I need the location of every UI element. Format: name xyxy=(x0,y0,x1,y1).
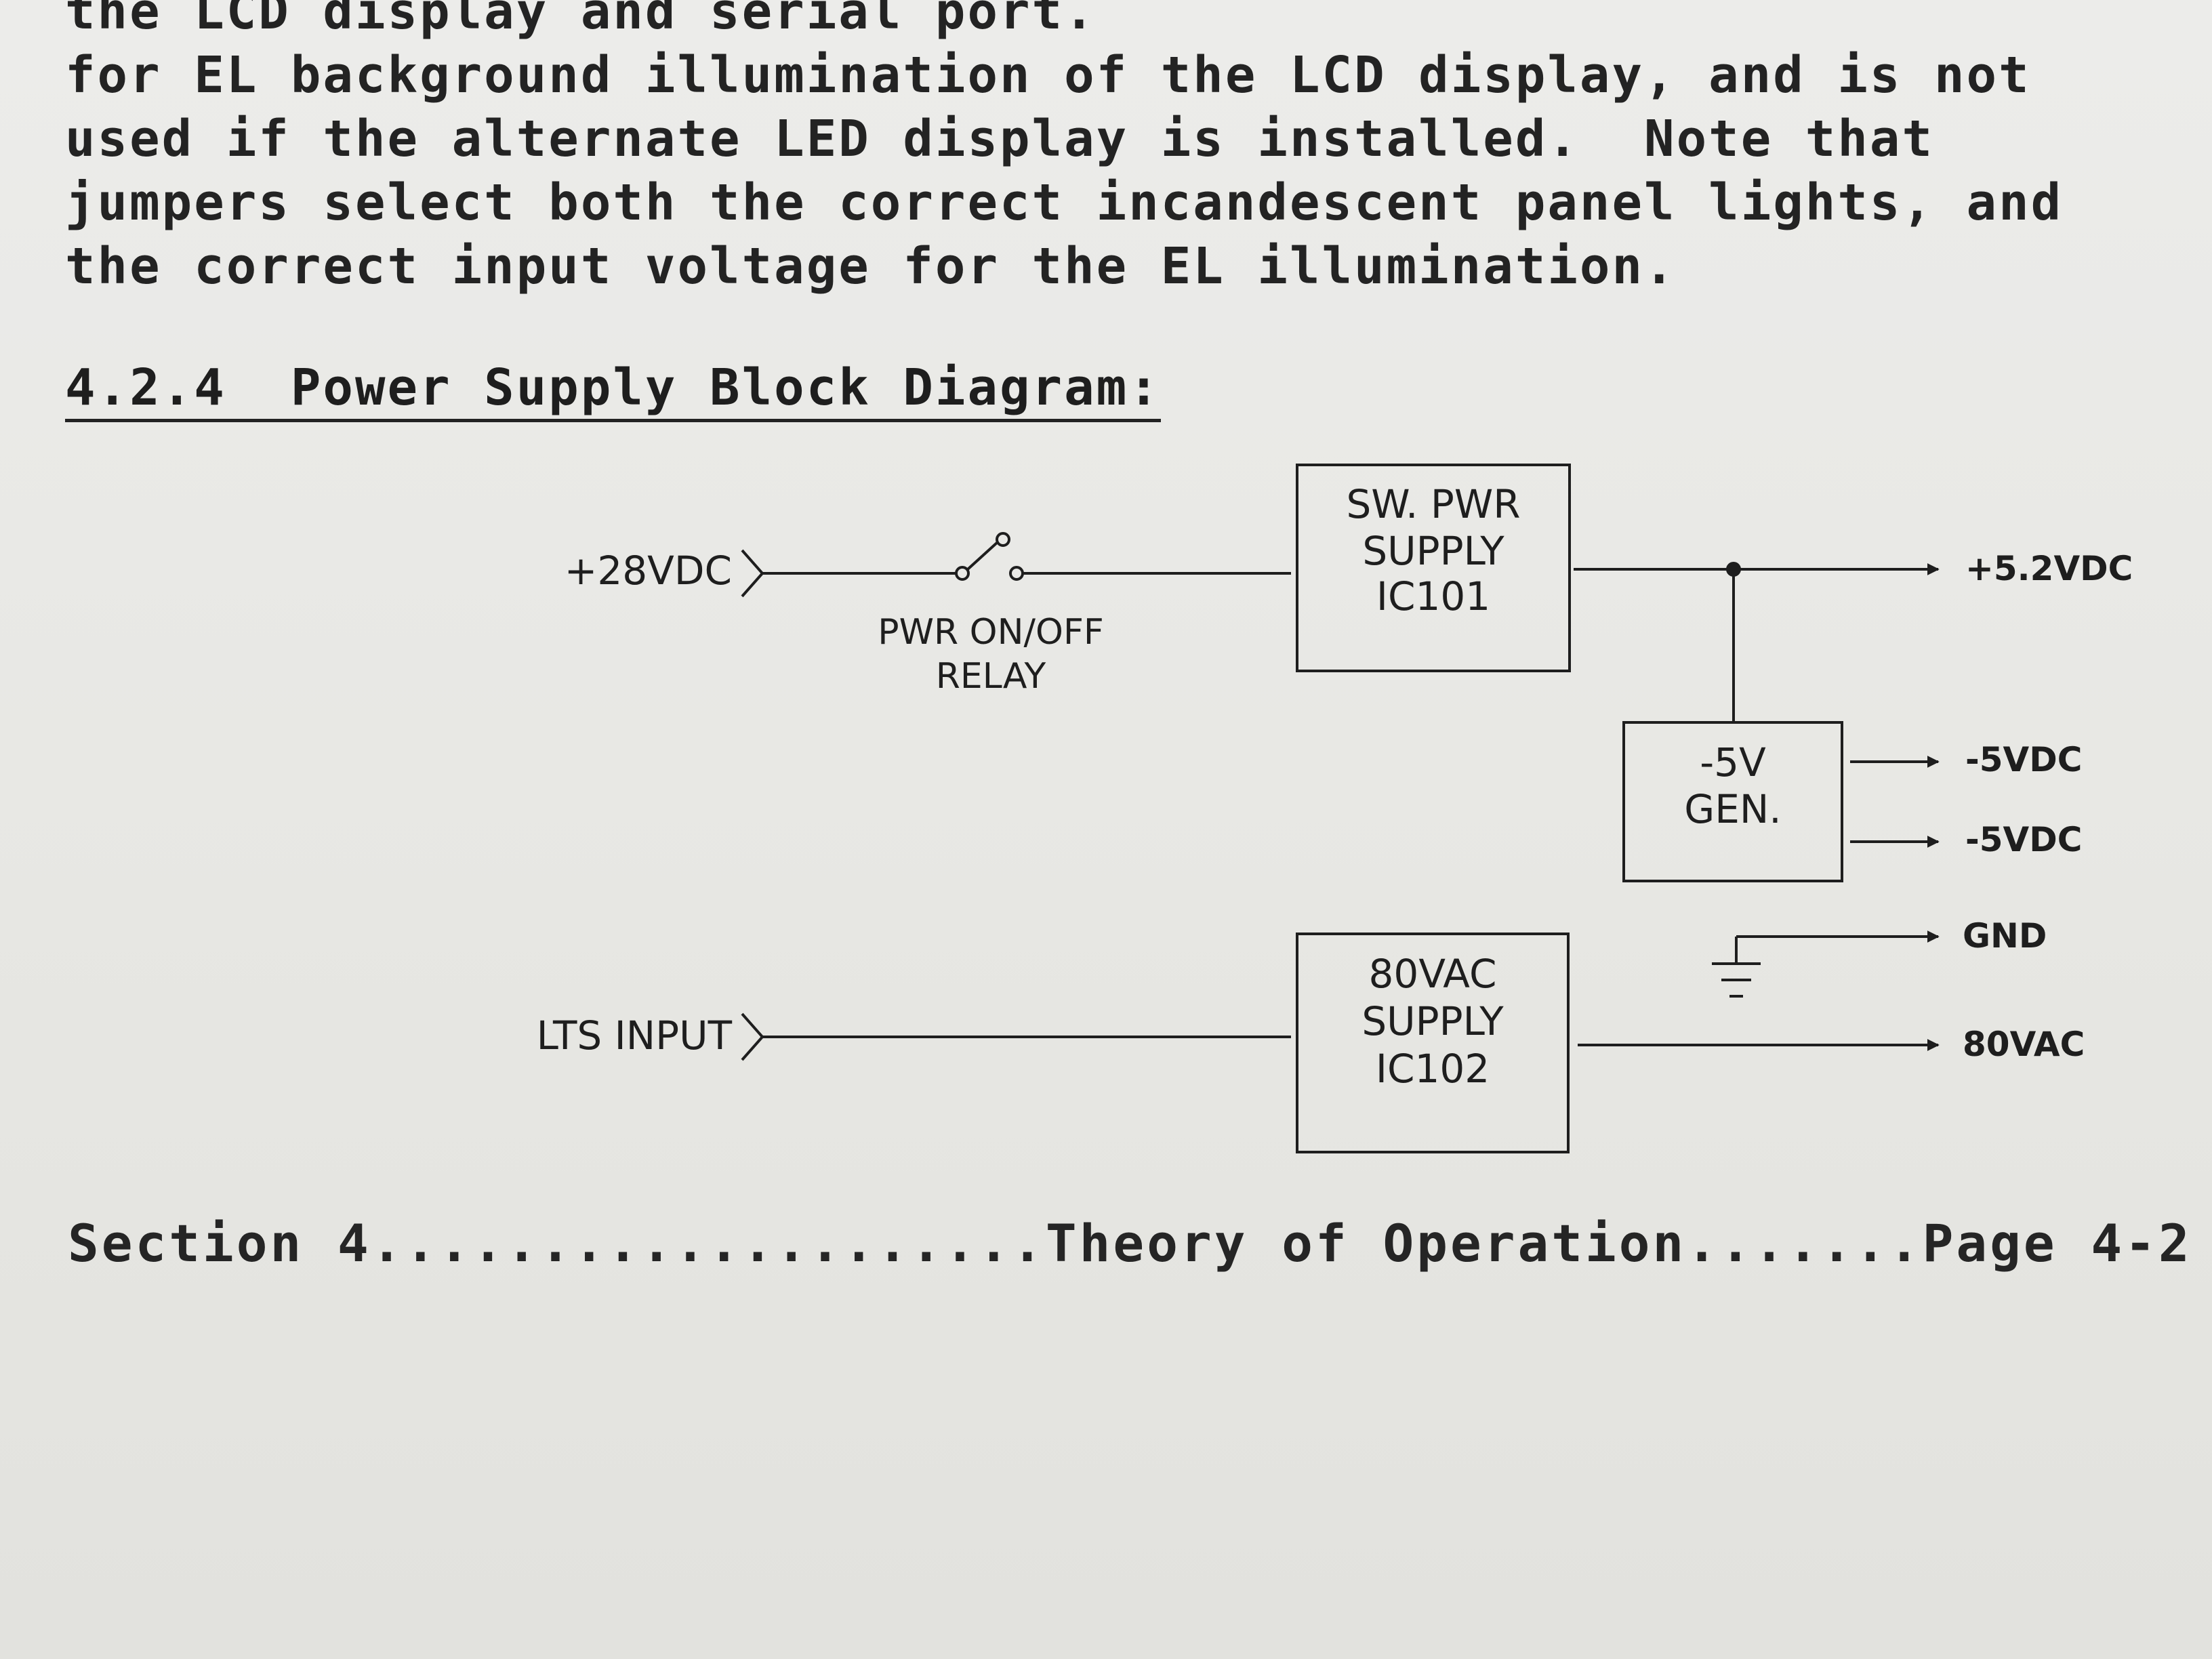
output-label-neg5vdc: -5VDC xyxy=(1965,820,2082,859)
neg5v-gen-block xyxy=(1622,721,1843,882)
input-label-lts: LTS INPUT xyxy=(537,1012,733,1059)
ground-symbol-icon xyxy=(1712,937,1761,998)
output-label-gnd: GND xyxy=(1963,916,2047,956)
sw-pwr-supply-label: SUPPLY xyxy=(1362,528,1504,574)
sw-pwr-supply-block xyxy=(1296,464,1571,672)
input-connector-icon xyxy=(741,549,764,598)
output-label-52vdc: +5.2VDC xyxy=(1965,549,2133,588)
relay-switch-icon xyxy=(955,532,1024,581)
ac80-supply-label: IC102 xyxy=(1376,1046,1490,1092)
ac80-supply-block xyxy=(1296,933,1570,1153)
sw-pwr-supply-label: IC101 xyxy=(1376,573,1490,619)
sw-pwr-supply-label: SW. PWR xyxy=(1346,481,1520,527)
page-footer: Section 4....................Theory of O… xyxy=(68,1213,2192,1273)
section-heading: 4.2.4 Power Supply Block Diagram: xyxy=(65,358,1161,422)
paragraph-line: for EL background illumination of the LC… xyxy=(65,46,2031,104)
ac80-supply-label: 80VAC xyxy=(1369,951,1497,997)
input-connector-icon xyxy=(741,1012,764,1061)
output-label-neg5vdc: -5VDC xyxy=(1965,740,2082,779)
body-paragraph: the LCD display and serial port. for EL … xyxy=(65,0,2179,298)
paragraph-line: jumpers select both the correct incandes… xyxy=(65,173,2064,232)
relay-label-line2: RELAY xyxy=(936,656,1046,697)
paragraph-line: the correct input voltage for the EL ill… xyxy=(65,237,1677,295)
paragraph-line: used if the alternate LED display is ins… xyxy=(65,110,1935,168)
paragraph-line: the LCD display and serial port. xyxy=(65,0,1097,41)
relay-label-line1: PWR ON/OFF xyxy=(878,612,1104,653)
neg5v-gen-label: -5V xyxy=(1700,739,1766,785)
neg5v-gen-label: GEN. xyxy=(1684,786,1781,832)
output-label-80vac: 80VAC xyxy=(1963,1025,2085,1064)
input-label-28vdc: +28VDC xyxy=(565,548,732,594)
ac80-supply-label: SUPPLY xyxy=(1361,998,1504,1044)
